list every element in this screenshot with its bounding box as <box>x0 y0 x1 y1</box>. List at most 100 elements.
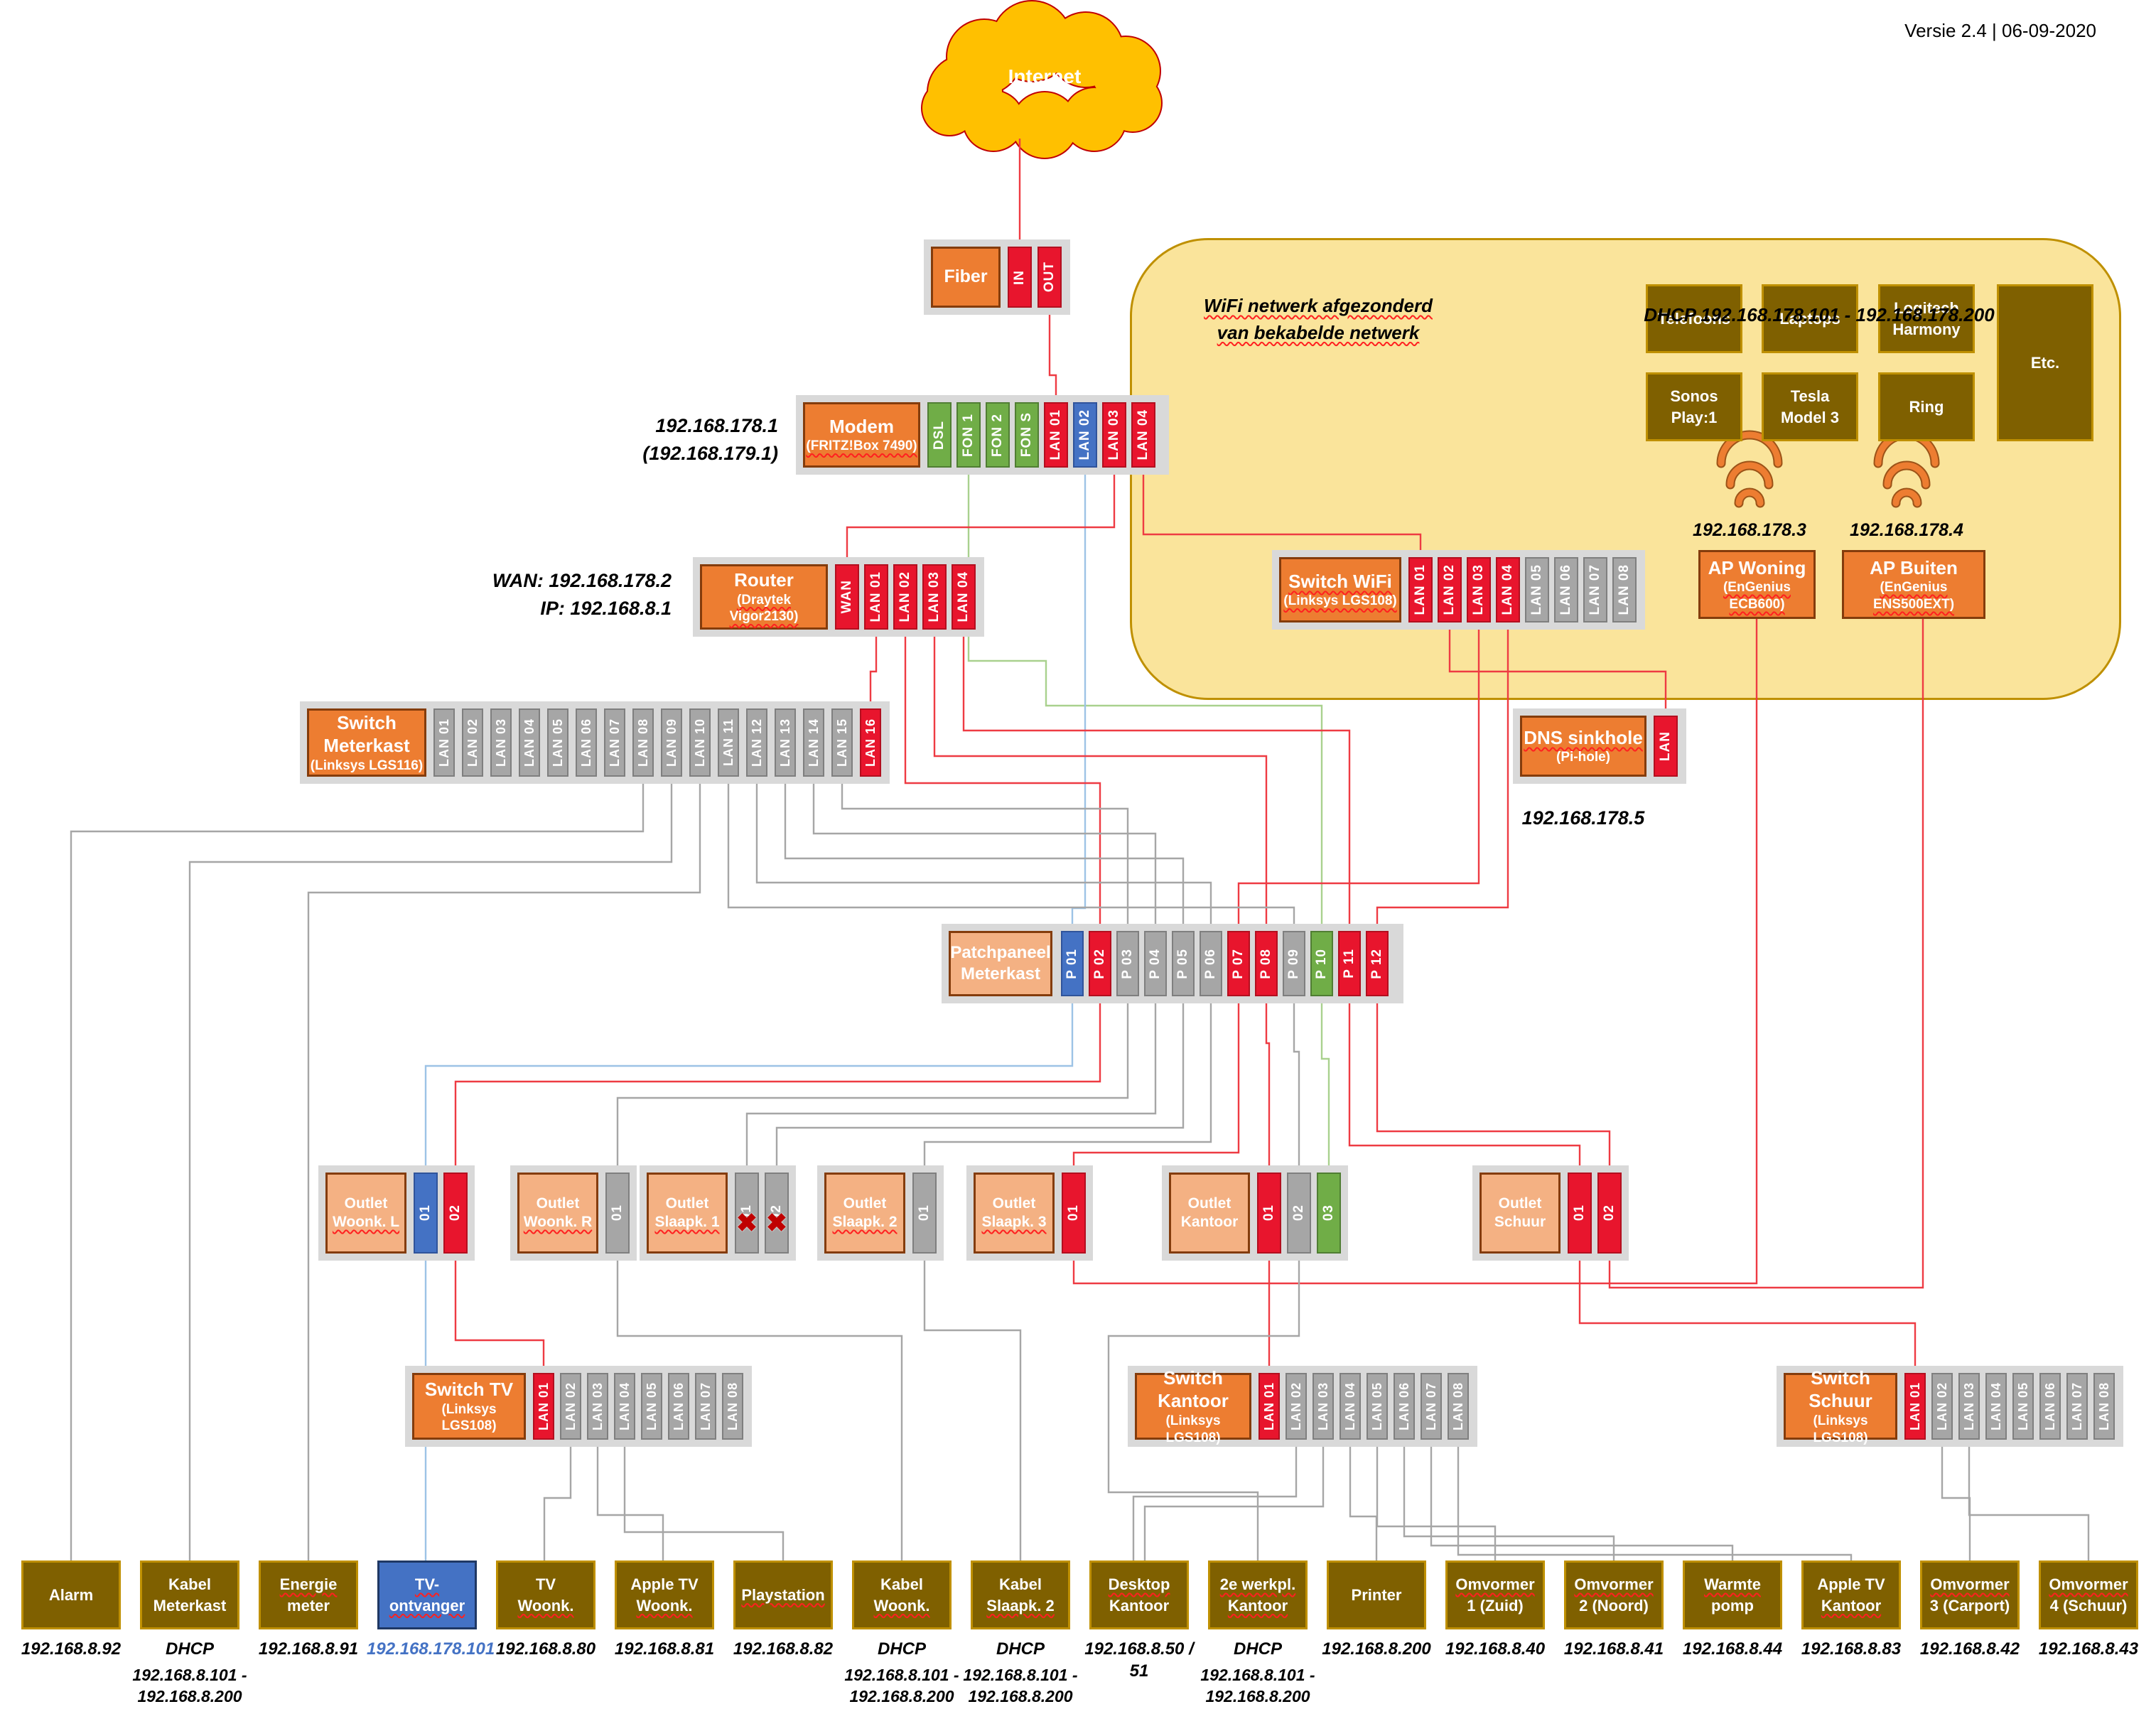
device-kabel-woonk-label-line: Kabel <box>880 1575 923 1593</box>
switch-kantoor-port-lan-06: LAN 06 <box>1394 1373 1415 1440</box>
patchpaneel-port-p-12: P 12 <box>1366 931 1389 996</box>
ap-woning-label-line: (EnGenius ECB600) <box>1723 580 1791 612</box>
router-port-lan-02: LAN 02 <box>893 564 917 630</box>
internet-cloud-label: Internet <box>1008 65 1082 87</box>
device-alarm-label-line: Alarm <box>48 1585 94 1604</box>
router-port-label: LAN 04 <box>956 571 971 622</box>
switch-kantoor-port-lan-03: LAN 03 <box>1313 1373 1334 1440</box>
switch-schuur-port-lan-05: LAN 05 <box>2012 1373 2034 1440</box>
patchpaneel-port-label: P 02 <box>1092 948 1107 979</box>
dns-sinkhole-port-lan: LAN <box>1654 716 1678 777</box>
device-kabel-woonk-ip: DHCP <box>877 1639 926 1659</box>
device-tv-ontvanger-label-line: TV- <box>414 1575 440 1593</box>
connection-red-27 <box>1072 996 1240 1173</box>
device-kabel-woonk-dhcp-range: 192.168.8.101 -192.168.8.200 <box>834 1665 969 1708</box>
device-2e-werkpl-kantoor-label-line: 2e werkpl. <box>1219 1575 1296 1593</box>
modem-box: Modem(FRITZ!Box 7490) <box>803 402 920 468</box>
connection-gray-49 <box>1403 1440 1615 1561</box>
device-2e-werkpl-kantoor-ip: DHCP <box>1233 1639 1282 1659</box>
device-printer-ip: 192.168.8.200 <box>1322 1639 1431 1659</box>
dns-sinkhole-label-line: (Pi-hole) <box>1556 750 1610 765</box>
device-energie-meter-ip: 192.168.8.91 <box>258 1639 359 1659</box>
fiber-port-in: IN <box>1008 247 1032 308</box>
device-2e-werkpl-kantoor: 2e werkpl.Kantoor <box>1208 1561 1308 1629</box>
router-port-lan-03: LAN 03 <box>922 564 947 630</box>
outlet-slaapk-3-label-line: Outlet <box>992 1195 1036 1212</box>
switch-meterkast-port-label: LAN 05 <box>550 718 565 767</box>
connection-red-10 <box>1448 622 1667 716</box>
switch-meterkast-port-label: LAN 12 <box>749 718 764 767</box>
ap-woning-ip: 192.168.178.3 <box>1678 517 1821 543</box>
device-desktop-kantoor-label-line: Kantoor <box>1109 1596 1170 1615</box>
switch-schuur-port-lan-02: LAN 02 <box>1931 1373 1953 1440</box>
switch-wifi-port-label: LAN 05 <box>1529 564 1544 615</box>
switch-tv-port-lan-01: LAN 01 <box>533 1373 554 1440</box>
switch-meterkast-port-label: LAN 11 <box>721 718 735 767</box>
connection-gray-14 <box>188 777 673 1561</box>
device-kabel-woonk-dhcp-range-line: 192.168.8.200 <box>849 1686 954 1705</box>
switch-schuur-port-label: LAN 07 <box>2069 1381 2084 1430</box>
router-port-lan-01: LAN 01 <box>864 564 888 630</box>
modem-port-fon-2: FON 2 <box>986 402 1010 468</box>
outlet-slaapk-3-label-line: Slaapk. 3 <box>981 1214 1047 1230</box>
switch-kantoor-label-line: (Linksys LGS108) <box>1165 1413 1221 1445</box>
device-kabel-woonk-label-line: Woonk. <box>873 1596 930 1615</box>
outlet-woonk-l-port-02: 02 <box>443 1173 468 1254</box>
ap-buiten-ip: 192.168.178.4 <box>1836 517 1978 543</box>
switch-schuur-port-lan-04: LAN 04 <box>1985 1373 2007 1440</box>
router-port-label: LAN 02 <box>898 571 912 622</box>
connection-gray-44 <box>623 1440 785 1561</box>
connection-red-5 <box>1142 468 1422 557</box>
switch-meterkast-port-lan-07: LAN 07 <box>604 708 625 777</box>
connection-red-7 <box>904 630 1101 931</box>
internet-cloud <box>921 0 1163 159</box>
switch-meterkast-port-lan-02: LAN 02 <box>462 708 483 777</box>
connection-gray-20 <box>727 777 1295 931</box>
outlet-slaapk-1-port-01: 01 <box>735 1173 759 1254</box>
router-ip-line: WAN: 192.168.178.2 <box>492 570 672 591</box>
switch-kantoor-port-lan-05: LAN 05 <box>1367 1373 1388 1440</box>
switch-meterkast-port-label: LAN 13 <box>777 718 792 767</box>
fiber-port-label: OUT <box>1042 262 1057 293</box>
connection-green-2 <box>967 468 1323 931</box>
connection-red-12 <box>1376 622 1509 931</box>
switch-schuur-port-lan-03: LAN 03 <box>1958 1373 1980 1440</box>
wifi-device-telefoons: Telefoons <box>1646 284 1742 353</box>
switch-schuur-label-line: (Linksys LGS108) <box>1813 1413 1868 1445</box>
patchpaneel-label-line: Patchpaneel <box>950 943 1051 962</box>
device-alarm-ip: 192.168.8.92 <box>21 1639 122 1659</box>
modem-port-lan-02: LAN 02 <box>1073 402 1097 468</box>
connection-gray-24 <box>745 996 1157 1173</box>
switch-tv-port-label: LAN 04 <box>617 1381 632 1430</box>
modem-label-line: (FRITZ!Box 7490) <box>806 438 917 454</box>
blocked-port-icon: ✖ <box>765 1208 788 1237</box>
switch-meterkast-port-label: LAN 02 <box>465 718 480 767</box>
switch-tv-port-label: LAN 02 <box>563 1381 578 1430</box>
switch-wifi-port-lan-02: LAN 02 <box>1438 557 1462 622</box>
device-kabel-slaapk-2-dhcp-range-line: 192.168.8.101 - <box>963 1666 1078 1684</box>
device-kabel-slaapk-2-dhcp-range-line: 192.168.8.200 <box>968 1686 1073 1705</box>
device-tv-ontvanger-ip: 192.168.178.101 <box>367 1639 495 1659</box>
switch-schuur-port-label: LAN 05 <box>2015 1381 2030 1430</box>
device-printer-label-line: Printer <box>1351 1585 1402 1604</box>
switch-schuur-port-lan-01: LAN 01 <box>1904 1373 1926 1440</box>
switch-meterkast-port-label: LAN 14 <box>806 718 821 767</box>
connection-red-9 <box>962 630 1351 931</box>
switch-meterkast-port-lan-08: LAN 08 <box>632 708 654 777</box>
wifi-zone-note-line: van bekabelde netwerk <box>1217 321 1420 343</box>
switch-meterkast-port-lan-15: LAN 15 <box>831 708 853 777</box>
device-tv-woonk-label-line: TV <box>535 1575 556 1593</box>
device-tv-ontvanger: TV-ontvanger <box>377 1561 477 1629</box>
